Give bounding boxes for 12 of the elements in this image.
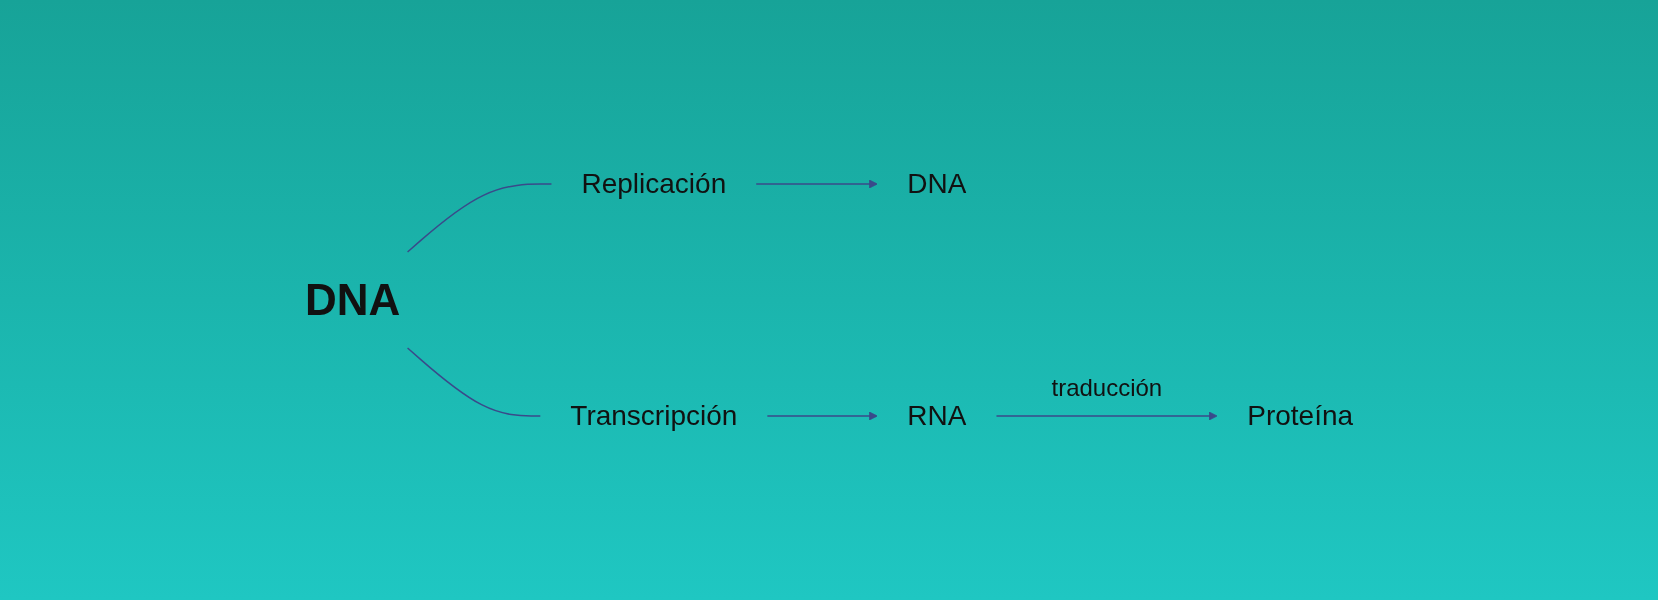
arrow: [766, 411, 878, 421]
arrow: [995, 411, 1218, 421]
node-text: Transcripción: [570, 400, 738, 431]
connector: [406, 347, 542, 417]
connector: [406, 183, 553, 253]
node-text: Replicación: [581, 168, 727, 199]
arrow: [755, 179, 878, 189]
node-text: DNA: [907, 168, 967, 199]
edge-label: traducción: [1051, 374, 1163, 401]
node-text: Proteína: [1247, 400, 1354, 431]
node-text: DNA: [304, 275, 401, 324]
node-text: RNA: [907, 400, 967, 431]
